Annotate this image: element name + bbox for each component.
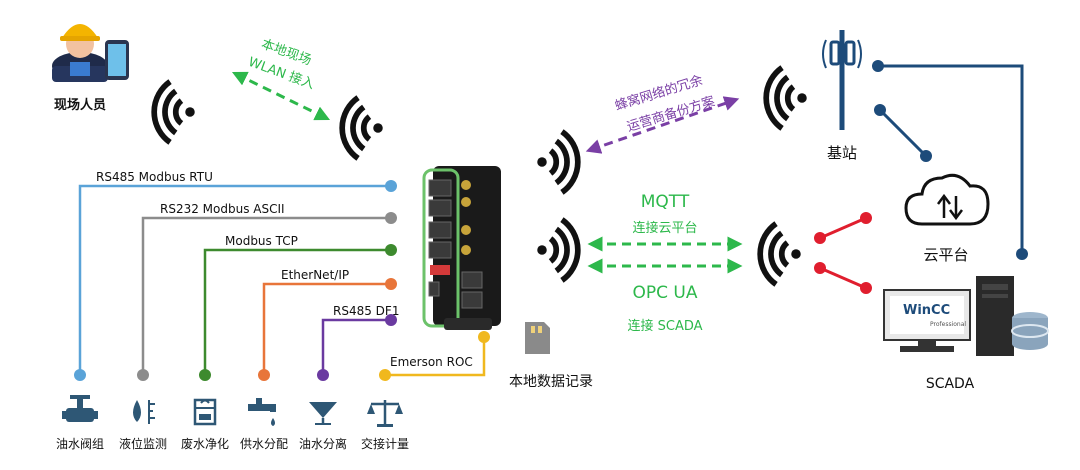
navy-network-lines [872,60,1028,260]
cloud-label: 云平台 [923,246,968,264]
protocol-lines [74,180,490,381]
separator-icon [309,402,337,425]
scada-workstation-icon: WinCC Professional [883,276,1049,356]
protocol-label-ethernet-ip: EtherNet/IP [281,268,349,282]
wifi-gateway-mqtt-icon [537,220,578,281]
gateway-device [422,166,501,330]
device-label-level: 液位监测 [119,436,167,451]
device-label-scale: 交接计量 [361,436,409,451]
storage-label: 本地数据记录 [509,374,593,390]
wifi-gateway-cellular-icon [537,132,578,193]
level-icon [133,400,155,424]
opcua-subtitle: 连接 SCADA [627,318,702,334]
cloud-icon [904,173,990,226]
field-person-icon [52,24,129,82]
protocol-label-rs485-rtu: RS485 Modbus RTU [96,170,213,184]
protocol-label-rs232-ascii: RS232 Modbus ASCII [160,202,285,216]
cellular-arrow [585,96,740,154]
wifi-person-icon [154,82,195,143]
faucet-icon [248,398,276,426]
wifi-gateway-top-icon [342,98,383,159]
purifier-icon [193,398,217,426]
protocol-label-rs485-df1: RS485 DF1 [333,304,399,318]
device-label-faucet: 供水分配 [240,437,288,451]
wifi-cloud-scada-icon [760,224,801,285]
mqtt-subtitle: 连接云平台 [632,220,697,236]
scada-label: SCADA [926,376,975,392]
protocol-label-modbus-tcp: Modbus TCP [225,234,298,248]
base-station-label: 基站 [827,144,857,162]
wifi-base-station-icon [766,68,807,129]
mqtt-title: MQTT [641,192,690,212]
opcua-title: OPC UA [633,283,698,303]
wincc-logo-sub: Professional [930,321,966,328]
valve-icon [62,395,98,422]
wincc-logo-text: WinCC [903,303,950,318]
sd-card-icon [525,322,550,354]
base-station-icon [822,30,862,130]
device-label-separator: 油水分离 [299,436,347,451]
device-label-purifier: 废水净化 [181,436,229,451]
red-connector [814,212,872,294]
wlan-arrow [231,71,331,121]
protocol-label-emerson-roc: Emerson ROC [390,355,473,369]
scale-icon [367,400,403,427]
device-label-valve: 油水阀组 [56,437,104,451]
field-person-label: 现场人员 [54,97,106,113]
